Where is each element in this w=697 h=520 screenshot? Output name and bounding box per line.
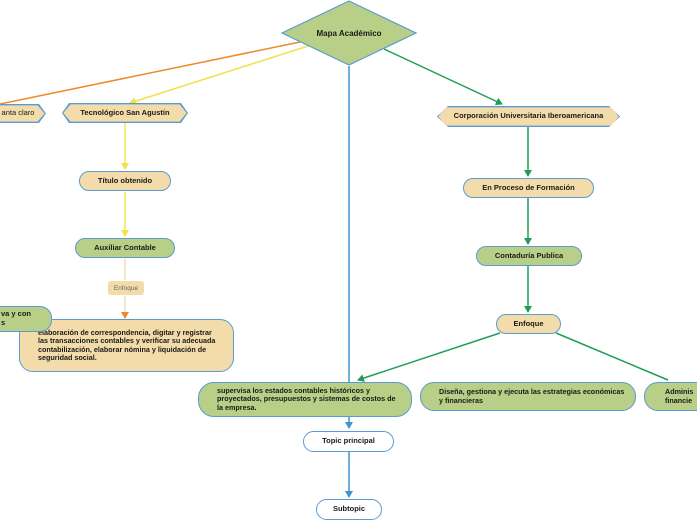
auxiliar-contable-node[interactable]: Auxiliar Contable [75, 238, 175, 258]
tecnologico-label: Tecnológico San Agustín [63, 104, 186, 121]
connector-root-tecnologico [129, 45, 309, 105]
root-diamond-shape [280, 0, 418, 66]
subtopic-node[interactable]: Subtopic [316, 499, 382, 520]
connector-root-iberoamericana [383, 48, 503, 106]
topic-administra-node[interactable]: Adminis financie [644, 382, 697, 411]
enfoque-edge-label: Enfoque [108, 281, 144, 295]
partial-left-hex-label: anta claro [0, 105, 45, 121]
contaduria-publica-node[interactable]: Contaduría Publica [476, 246, 582, 266]
topic-supervisa-node[interactable]: supervisa los estados contables históric… [198, 382, 412, 417]
en-proceso-node[interactable]: En Proceso de Formación [463, 178, 594, 198]
topic-principal-node[interactable]: Topic principal [303, 431, 394, 452]
enfoque-node[interactable]: Enfoque [496, 314, 561, 334]
connector-enfoque-topic3 [555, 332, 669, 381]
connector-enfoque-topic1 [357, 332, 501, 382]
iberoamericana-node[interactable]: Corporación Universitaria Iberoamericana [437, 106, 620, 127]
description-node[interactable]: elaboración de correspondencia, digitar … [19, 319, 234, 372]
connector-root-left [0, 41, 301, 105]
root-node-label[interactable]: Mapa Académico [316, 28, 382, 38]
iberoamericana-label: Corporación Universitaria Iberoamericana [438, 107, 618, 125]
titulo-obtenido-node[interactable]: Título obtenido [79, 171, 171, 191]
partial-left-hex-node[interactable]: anta claro [0, 104, 46, 123]
topic-disena-node[interactable]: Diseña, gestiona y ejecuta las estrategi… [420, 382, 636, 411]
partial-left-green-node[interactable]: va y con s [0, 306, 52, 332]
tecnologico-node[interactable]: Tecnológico San Agustín [62, 103, 188, 123]
